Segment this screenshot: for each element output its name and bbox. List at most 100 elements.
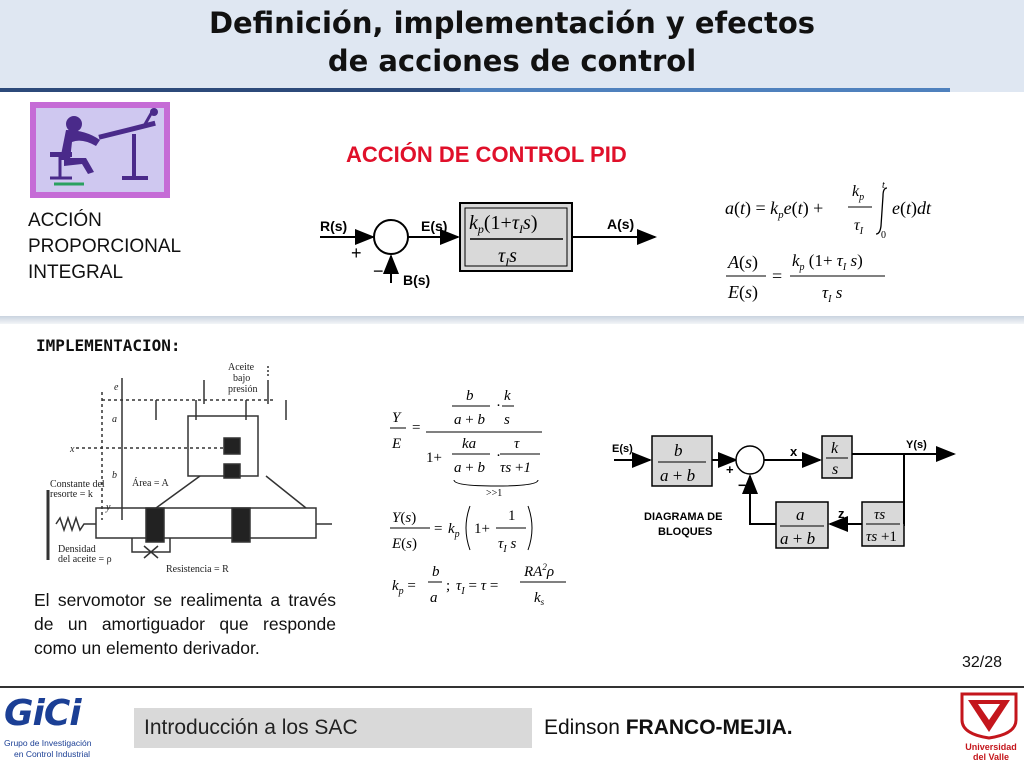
var-x: x (69, 444, 75, 455)
svg-text:1: 1 (508, 508, 516, 524)
output-label: A(s) (607, 216, 634, 232)
gici-sub-line-1: Grupo de Investigación (4, 738, 92, 748)
pid-numerator: kp(1+τIs) (469, 212, 537, 236)
summing-junction (373, 219, 409, 255)
svg-text:>>1: >>1 (486, 488, 502, 499)
univalle-line-2: del Valle (972, 752, 1010, 762)
univalle-text: Universidad del Valle (958, 742, 1024, 762)
svg-text:RA2ρ: RA2ρ (523, 562, 554, 580)
density-label-1: Densidad (58, 544, 96, 555)
var-y: y (105, 502, 111, 513)
svg-text:τI s: τI s (822, 283, 843, 304)
univalle-line-1: Universidad (965, 742, 1017, 752)
diagram-caption-1: DIAGRAMA DE (644, 511, 722, 523)
svg-text:ks: ks (534, 590, 545, 607)
title-line-2: de acciones de control (327, 44, 697, 78)
svg-text:E(s): E(s) (391, 536, 417, 552)
univalle-logo: Universidad del Valle (958, 690, 1020, 768)
area-label: Área = A (132, 477, 170, 489)
svg-text:a + b: a + b (660, 466, 695, 485)
section-separator (0, 316, 1024, 324)
svg-text:a + b: a + b (454, 460, 485, 476)
pid-equations: a(t) = kpe(t) + kp τI t 0 e(t)dt A(s) E(… (725, 180, 932, 304)
gici-sub-line-2: en Control Industrial (14, 749, 91, 759)
page-number: 32/28 (961, 654, 1002, 671)
diagram-caption-2: BLOQUES (658, 526, 712, 538)
minus-sign-2: − (738, 477, 746, 493)
svg-text:1+: 1+ (426, 450, 442, 466)
svg-text:a + b: a + b (454, 412, 485, 428)
slide-header (0, 0, 1024, 92)
block-b-over-a-plus-b (651, 435, 713, 487)
svg-text:a + b: a + b (780, 529, 815, 548)
svg-text:τs: τs (874, 507, 885, 523)
var-e: e (114, 382, 119, 393)
block-a-over-a-plus-b (775, 501, 829, 549)
svg-text:t: t (882, 180, 885, 191)
svg-text:·: · (496, 448, 501, 464)
signal-z-label: z (838, 506, 845, 521)
svg-text:;: ; (446, 578, 450, 594)
density-label-2: del aceite = ρ (58, 554, 112, 565)
drafting-person-icon (50, 108, 158, 186)
svg-text:kp: kp (448, 521, 460, 540)
footer-divider (0, 686, 1024, 688)
svg-text:τI = τ =: τI = τ = (456, 578, 498, 597)
svg-text:s: s (504, 412, 510, 428)
svg-text:e(t)dt: e(t)dt (892, 198, 932, 219)
spring-label-1: Constante del (50, 479, 105, 490)
minus-sign: − (373, 261, 384, 281)
action-label-line-3: INTEGRAL (28, 262, 124, 283)
time-domain-equation: a(t) = kpe(t) + (725, 198, 823, 221)
svg-text:=: = (434, 521, 442, 537)
servomotor-schematic: Aceite bajo presión Constante del resort… (46, 362, 332, 575)
slide-title: Definición, implementación y efectos de … (0, 4, 1024, 80)
svg-text:τI: τI (854, 217, 864, 237)
svg-text:E(s): E(s) (727, 282, 758, 303)
svg-text:k: k (831, 440, 839, 457)
univalle-shield-icon (960, 692, 1018, 740)
svg-text:k: k (504, 388, 511, 404)
servo-output-label: Y(s) (906, 439, 927, 451)
servo-equations: Y E = b a + b · k s 1+ ka a + b · τ τs +… (390, 388, 566, 607)
section-title: ACCIÓN DE CONTROL PID (346, 142, 627, 167)
var-b: b (112, 470, 117, 481)
gici-logo: GiCi Grupo de Investigación en Control I… (4, 694, 96, 766)
author-name: Edinson FRANCO-MEJIA. (544, 708, 793, 748)
svg-text:τs +1: τs +1 (866, 529, 897, 545)
header-bar-light (460, 88, 950, 92)
block-k-over-s (821, 435, 853, 479)
summing-junction-2 (735, 445, 765, 475)
pid-denominator: τIs (498, 245, 517, 269)
title-line-1: Definición, implementación y efectos (208, 6, 816, 40)
eq-parameters: kp = (392, 578, 416, 597)
action-type-label: ACCIÓN PROPORCIONAL INTEGRAL (28, 208, 181, 286)
svg-text:a: a (430, 590, 438, 606)
pid-block-diagram: kp(1+τIs) τIs R(s) E(s) A(s) B(s) + − (320, 202, 657, 288)
svg-text:E: E (391, 436, 401, 452)
action-label-line-1: ACCIÓN (28, 210, 102, 231)
svg-text:0: 0 (881, 230, 886, 241)
feedback-line (903, 454, 905, 524)
implementation-title: IMPLEMENTACION: (36, 336, 181, 355)
input-label: R(s) (320, 218, 347, 234)
signal-x-label: x (790, 444, 798, 459)
oil-pressure-label: presión (228, 384, 257, 395)
svg-text:1+: 1+ (474, 521, 490, 537)
svg-text:τI s: τI s (498, 536, 516, 555)
course-name: Introducción a los SAC (134, 708, 532, 748)
eq-y-over-e-s: Y(s) (392, 510, 416, 526)
servo-input-label: E(s) (612, 443, 633, 455)
spring-label-2: resorte = k (50, 489, 93, 500)
svg-text:=: = (772, 266, 782, 286)
plus-sign: + (351, 243, 362, 263)
eq-y-over-e: Y (392, 410, 402, 426)
implementation-description: El servomotor se realimenta a través de … (34, 590, 336, 658)
author-first-name: Edinson (544, 716, 620, 739)
svg-text:ka: ka (462, 436, 476, 452)
svg-text:kp: kp (852, 183, 864, 203)
error-label: E(s) (421, 218, 447, 234)
svg-text:b: b (466, 388, 474, 404)
author-last-name: FRANCO-MEJIA. (625, 716, 793, 739)
gici-logo-subtitle: Grupo de Investigación en Control Indust… (4, 738, 100, 760)
